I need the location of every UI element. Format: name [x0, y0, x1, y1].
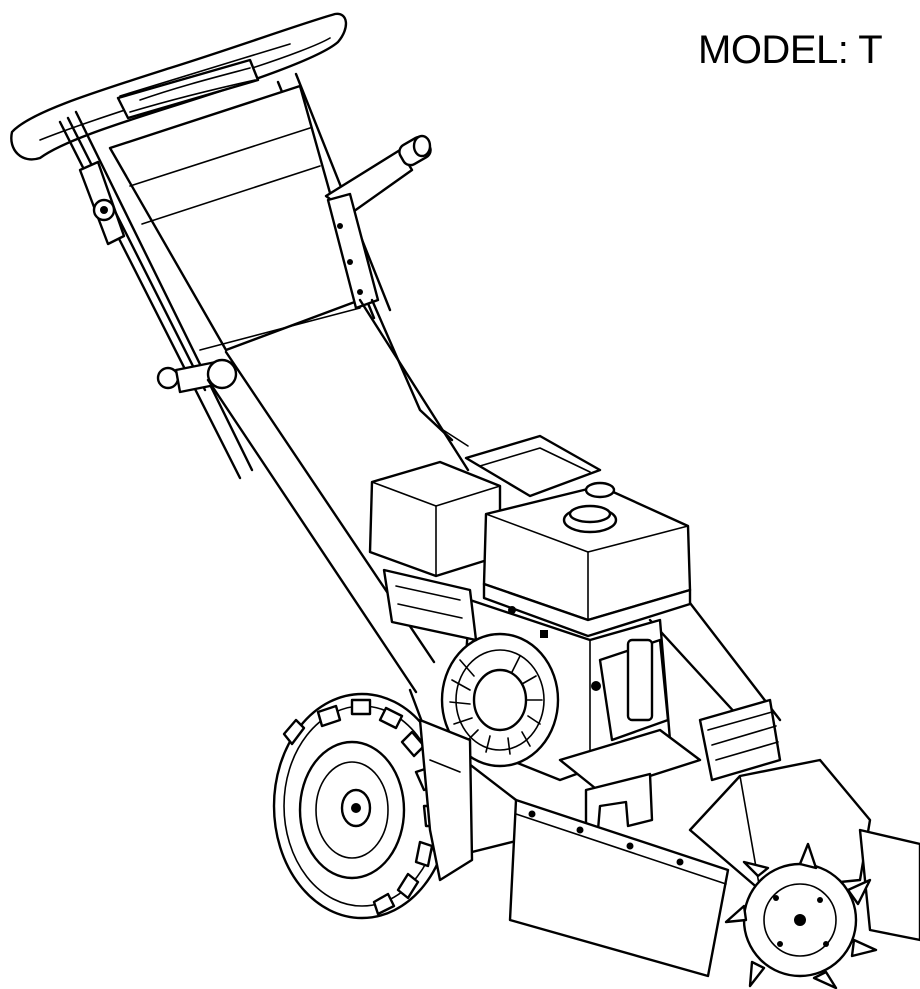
handle-cross-plate: [108, 84, 362, 352]
wheel-icon: [272, 692, 452, 920]
front-guard-plate: [508, 798, 730, 978]
engine-icon: [368, 434, 692, 782]
model-label: MODEL: T: [698, 28, 883, 72]
throttle-lever-icon: [324, 134, 469, 447]
axle-bracket: [418, 718, 474, 882]
height-adjust-knob-icon: [156, 358, 238, 394]
cutter-wheel-icon: [688, 758, 920, 989]
handlebar-icon: [10, 12, 348, 161]
left-handle-tube: [58, 110, 254, 480]
